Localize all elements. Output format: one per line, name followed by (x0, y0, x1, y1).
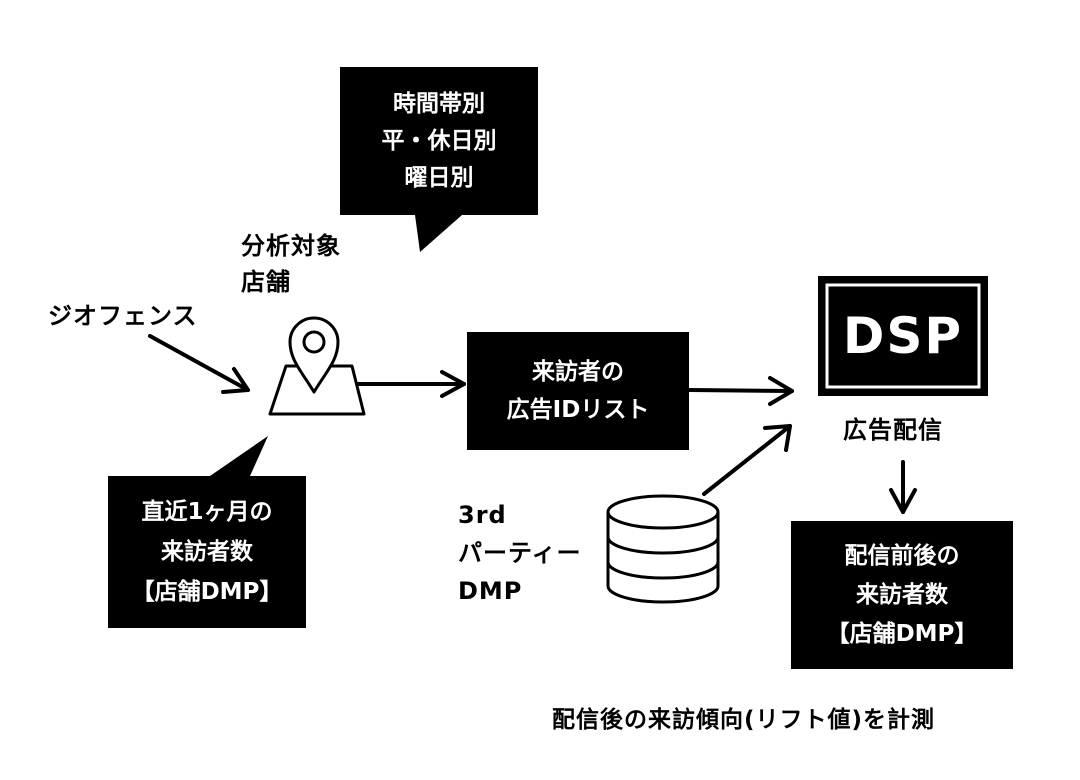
callout-line: 曜日別 (404, 164, 474, 191)
callout-line: 直近1ヶ月の (141, 499, 273, 525)
box-line: 来訪者数 (856, 581, 948, 608)
geofence-arrow (148, 334, 250, 394)
dmp-label-line: DMP (458, 577, 523, 605)
store-to-list-arrow (356, 370, 466, 398)
dmp-label-line: 3rd (458, 501, 507, 529)
third-party-dmp-label: 3rd パーティー DMP (458, 496, 582, 610)
before-after-visitors-box: 配信前後の 来訪者数 【店舗DMP】 (791, 521, 1013, 669)
list-to-dsp-arrow (688, 376, 794, 406)
dmp-label-line: パーティー (458, 539, 582, 567)
target-store-label: 分析対象 店舗 (241, 228, 341, 300)
callout-line: 来訪者数 (161, 539, 253, 565)
target-store-line: 分析対象 (241, 232, 341, 260)
callout-line: 平・休日別 (381, 127, 497, 154)
footer-measurement-text: 配信後の来訪傾向(リフト値)を計測 (552, 707, 936, 733)
callout-bottom-tail (210, 436, 268, 476)
callout-time-segments: 時間帯別 平・休日別 曜日別 (340, 67, 538, 215)
callout-line: 時間帯別 (393, 90, 485, 117)
box-line: 【店舗DMP】 (826, 620, 978, 647)
callout-line: 【店舗DMP】 (131, 579, 283, 605)
callout-recent-visitors: 直近1ヶ月の 来訪者数 【店舗DMP】 (108, 476, 306, 628)
dmp-to-dsp-arrow (702, 424, 792, 496)
box-line: 来訪者の (532, 359, 624, 385)
database-icon (606, 494, 720, 604)
ad-delivery-label: 広告配信 (843, 416, 943, 444)
map-pin-icon (268, 316, 366, 416)
callout-top-tail (415, 215, 462, 252)
target-store-line: 店舗 (241, 268, 291, 296)
dsp-label: DSP (842, 307, 964, 365)
box-line: 配信前後の (844, 542, 960, 569)
box-line: 広告IDリスト (506, 397, 650, 423)
visitor-id-list-box: 来訪者の 広告IDリスト (467, 332, 689, 450)
geofence-label: ジオフェンス (48, 302, 198, 330)
dsp-box: DSP (818, 276, 988, 396)
dsp-down-arrow (889, 460, 917, 514)
